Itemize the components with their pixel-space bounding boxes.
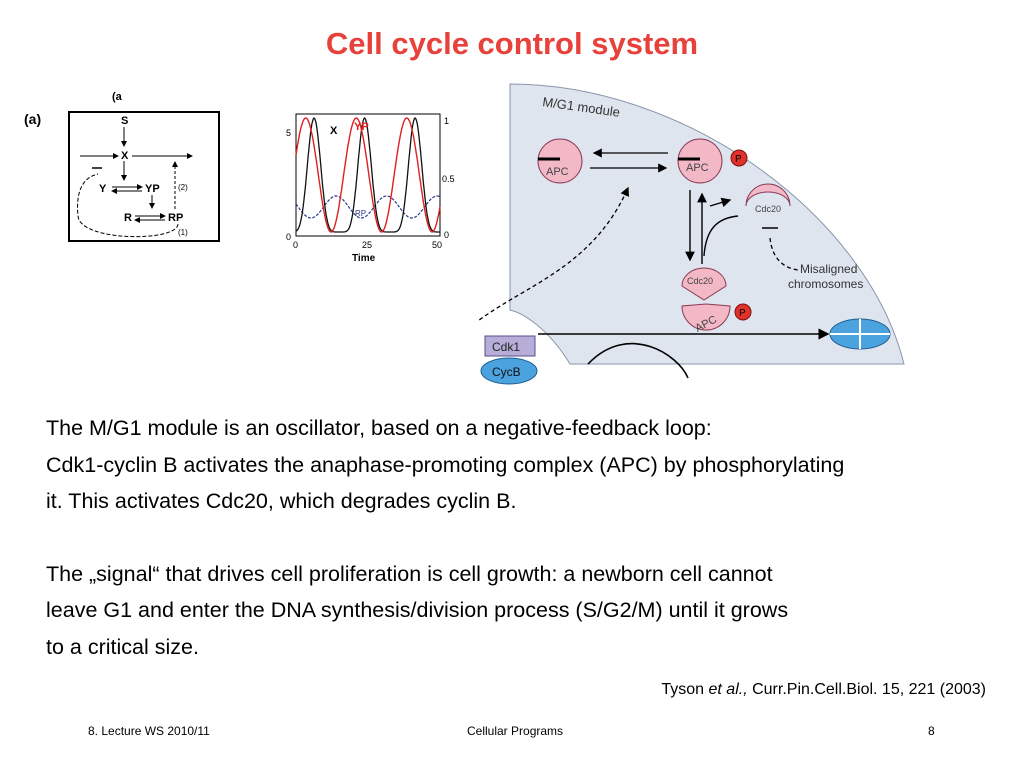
cycb-label: CycB [492,365,521,379]
misaligned-line-1: Misaligned [800,262,857,276]
loop-label-1: (1) [178,228,188,237]
node-y: Y [99,183,107,195]
footer-page-number: 8 [928,724,935,738]
paragraph-line: leave G1 and enter the DNA synthesis/div… [46,598,789,622]
plot-frame [295,113,441,237]
apc-active: APC P [677,138,748,184]
right-tick-0: 0 [444,230,449,240]
citation-source: Curr.Pin.Cell.Biol. 15, 221 (2003) [747,681,986,698]
left-tick-0: 0 [286,232,291,242]
node-x: X [121,150,129,162]
right-tick-05: 0.5 [442,174,455,184]
misaligned-line-2: chromosomes [788,277,863,291]
time-course-plot: X YP RP 5 0 1 0.5 0 0 25 50 Time [286,113,455,264]
cdc20-free: Cdc20 [745,183,791,229]
node-s: S [121,115,128,127]
cdc20-bound-label: Cdc20 [687,276,713,286]
series-label-rp: RP [355,209,366,218]
x-tick-0: 0 [293,240,298,250]
x-curve [295,117,440,233]
paragraph-line: The M/G1 module is an oscillator, based … [46,416,712,440]
right-tick-1: 1 [444,116,449,126]
phospho-label: P [735,154,742,165]
phospho-badge [730,149,748,167]
apc-label-1: APC [546,166,569,178]
cdk1-cyclinb-complex: Cdk1 CycB [480,335,538,385]
phospho-badge-2 [734,303,752,321]
footer-left: 8. Lecture WS 2010/11 [88,724,210,738]
body-text: The M/G1 module is an oscillator, based … [46,410,1006,665]
network-diagram: (a (a) S X Y YP R RP (2) (1) [24,91,220,242]
apc-inactive: APC [537,138,583,184]
citation: Tyson et al., Curr.Pin.Cell.Biol. 15, 22… [661,681,986,699]
yp-curve [295,117,441,233]
loop-label-2: (2) [178,183,188,192]
series-label-x: X [330,125,338,137]
left-tick-5: 5 [286,128,291,138]
rp-curve [295,195,441,219]
network-panel-label: (a) [24,111,41,127]
mg1-module-diagram: M/G1 module APC APC P Cdc20 Misaligned c… [478,83,905,385]
footer-center: Cellular Programs [467,724,564,738]
module-panel [509,83,905,365]
paragraph-line: Cdk1-cyclin B activates the anaphase-pro… [46,452,845,477]
paragraph-line: to a critical size. [46,634,199,659]
dividing-cell-icon [829,318,891,350]
network-top-label: (a [112,91,123,103]
apc-label-2: APC [686,162,709,174]
cdc20-free-label: Cdc20 [755,204,781,214]
cdk1-label: Cdk1 [492,340,520,354]
x-tick-50: 50 [432,240,442,250]
node-rp: RP [168,212,183,224]
paragraph-line: it. This activates Cdc20, which degrades… [46,489,517,513]
x-tick-25: 25 [362,240,372,250]
phospho-label-2: P [739,308,746,319]
apc-cdc20-complex: Cdc20 APC P [681,267,752,335]
node-r: R [124,212,132,224]
citation-etal: et al., [708,681,748,698]
x-axis-label: Time [352,253,376,264]
network-frame [68,111,220,242]
series-label-yp: YP [354,121,369,133]
paragraph-line: The „signal“ that drives cell proliferat… [46,561,773,586]
slide-title: Cell cycle control system [325,26,699,61]
citation-author: Tyson [661,681,709,698]
node-yp: YP [145,183,160,195]
